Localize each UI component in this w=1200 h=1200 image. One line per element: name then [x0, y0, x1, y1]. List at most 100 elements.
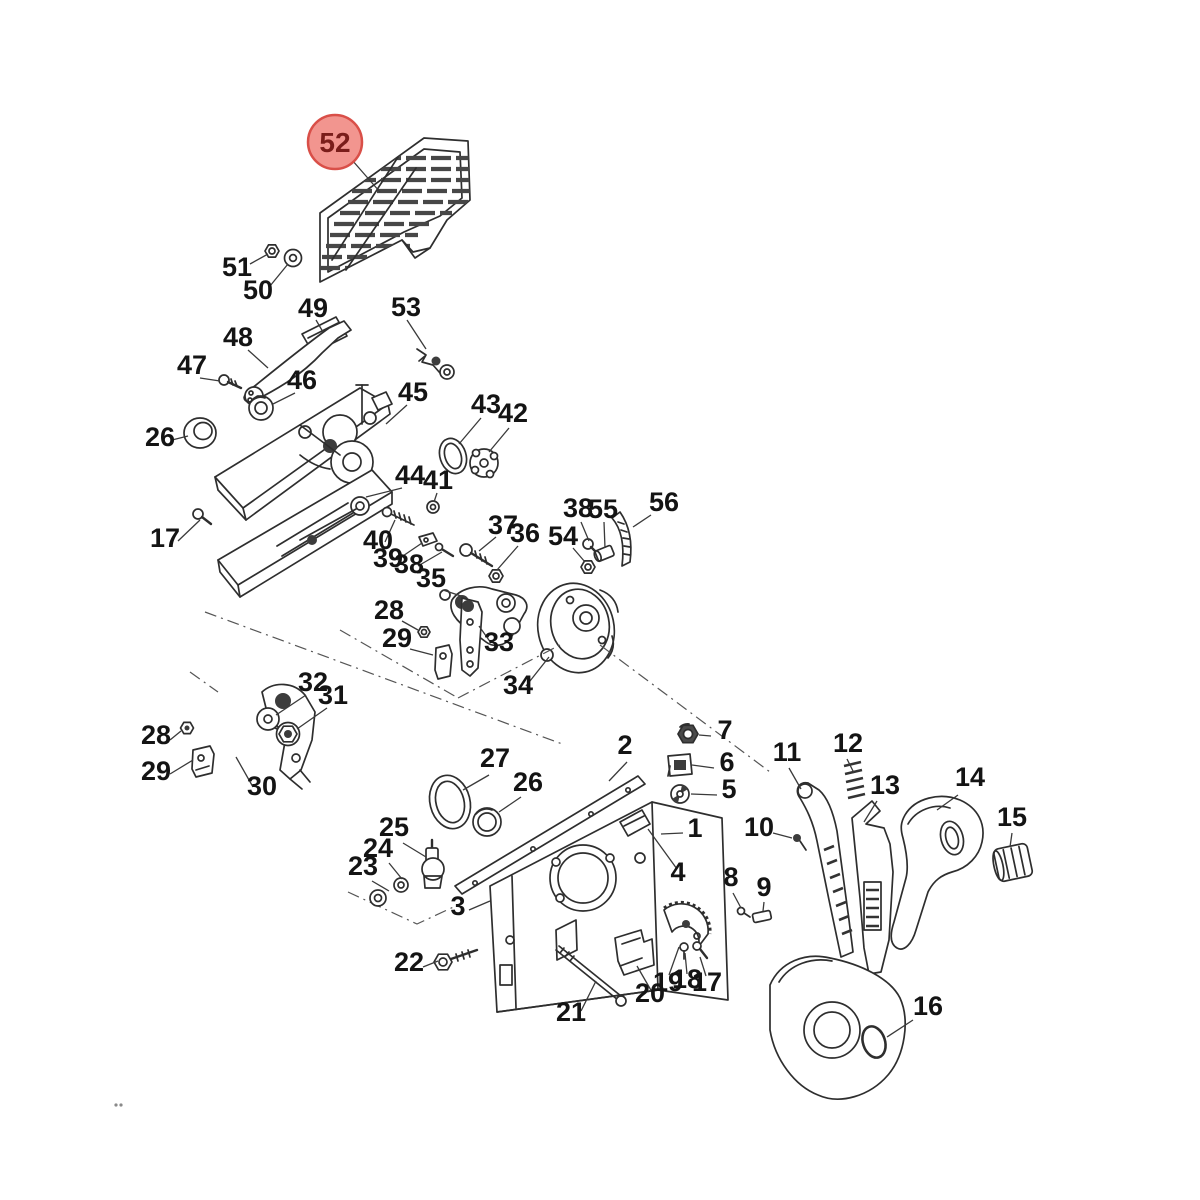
curved-rack-56-part — [611, 511, 632, 567]
part-label-17-bottom: 17 — [692, 967, 722, 997]
part-label-15: 15 — [997, 802, 1027, 832]
pin-8-part — [736, 906, 751, 918]
part-label-44: 44 — [395, 460, 425, 490]
nut-7-part — [677, 723, 699, 744]
part-label-18: 18 — [672, 964, 702, 994]
bolt-37-part — [459, 543, 494, 568]
part-label-51: 51 — [222, 252, 252, 282]
washer-41-part — [426, 500, 440, 514]
pin-38-left-part — [434, 542, 455, 558]
part-label-17-left: 17 — [150, 523, 180, 553]
part-label-23: 23 — [348, 851, 378, 881]
oval-ring-43-part — [438, 437, 468, 475]
part-label-39: 39 — [373, 543, 403, 573]
part-label-26-upper: 26 — [145, 422, 175, 452]
part-label-31: 31 — [318, 680, 348, 710]
nut-54-part — [580, 560, 596, 574]
part-label-37: 37 — [488, 510, 518, 540]
part-label-2: 2 — [617, 730, 632, 760]
washer-50-part — [283, 248, 303, 268]
part-label-28-mid: 28 — [374, 595, 404, 625]
rod-21-part — [555, 945, 627, 1007]
part-label-21: 21 — [556, 997, 586, 1027]
part-label-11: 11 — [773, 737, 802, 767]
lever-shaft-11-part — [796, 781, 854, 958]
highlight-callout-52: 52 — [306, 113, 364, 171]
part-label-40: 40 — [363, 525, 393, 555]
screw-17-left-part — [192, 508, 213, 526]
latch-53-part — [416, 348, 455, 380]
part-label-29-mid: 29 — [382, 623, 412, 653]
part-label-36: 36 — [510, 518, 540, 548]
part-label-43: 43 — [471, 389, 501, 419]
grille-cover-part — [319, 137, 471, 283]
arm-33-part — [459, 597, 483, 677]
highlight-circle — [306, 113, 364, 171]
part-label-33: 33 — [484, 627, 514, 657]
grommet-46-part — [248, 395, 274, 421]
part-label-55: 55 — [588, 494, 618, 524]
part-label-13: 13 — [870, 770, 900, 800]
part-label-22: 22 — [394, 947, 424, 977]
disc-42-part — [469, 448, 499, 479]
part-label-54: 54 — [548, 521, 578, 551]
part-labels: 51 50 49 48 47 46 26 17 45 53 43 42 44 4… — [141, 252, 1027, 1027]
part-label-46: 46 — [287, 365, 317, 395]
part-label-42: 42 — [498, 398, 528, 428]
screw-47-part — [218, 374, 243, 390]
part-label-48: 48 — [223, 322, 253, 352]
print-speck — [114, 1103, 123, 1107]
part-label-38-left: 38 — [394, 549, 424, 579]
housing-1-part — [489, 801, 729, 1013]
throttle-lever-eye-part — [769, 955, 906, 1100]
bracket-29-mid-part — [434, 644, 453, 680]
lever-13-part — [851, 800, 894, 975]
o-ring-16-part — [861, 1025, 887, 1059]
part-label-25: 25 — [379, 812, 409, 842]
bracket-20-part — [614, 929, 655, 976]
part-label-52: 52 — [319, 127, 350, 158]
part-label-8: 8 — [723, 862, 738, 892]
part-label-5: 5 — [721, 774, 736, 804]
part-label-56: 56 — [649, 487, 679, 517]
part-label-30: 30 — [247, 771, 277, 801]
gasket-2-part — [454, 775, 646, 895]
nut-28-mid-part — [417, 625, 431, 639]
bracket-29-lower-part — [191, 745, 215, 778]
part-label-38-right: 38 — [563, 493, 593, 523]
part-label-41: 41 — [423, 465, 453, 495]
nut-31-part — [275, 721, 301, 747]
part-label-53: 53 — [391, 292, 421, 322]
back-plate-45-part — [214, 384, 393, 521]
part-label-28-lower: 28 — [141, 720, 171, 750]
part-label-45: 45 — [398, 377, 428, 407]
part-label-7: 7 — [717, 715, 732, 745]
part-label-9: 9 — [756, 872, 771, 902]
bolt-22-part — [433, 948, 479, 971]
link-39-part — [418, 532, 438, 547]
part-label-12: 12 — [833, 728, 863, 758]
clip-6-part — [667, 753, 693, 777]
drum-34-part — [536, 582, 619, 674]
lower-plate-44-part — [217, 469, 393, 598]
seal-ring-26-upper-part — [183, 417, 217, 449]
part-label-3: 3 — [450, 891, 465, 921]
nut-51-part — [264, 244, 280, 258]
nut-28-lower-part — [179, 721, 195, 735]
seal-ring-26-lower-part — [472, 807, 502, 837]
part-label-1: 1 — [687, 813, 702, 843]
part-label-20: 20 — [635, 978, 665, 1008]
part-label-50: 50 — [243, 275, 273, 305]
part-label-4: 4 — [670, 857, 685, 887]
screw-17-bottom-part — [692, 941, 709, 960]
washer-23-part — [369, 889, 387, 907]
part-label-35: 35 — [416, 563, 446, 593]
part-label-16: 16 — [913, 991, 943, 1021]
part-label-47: 47 — [177, 350, 207, 380]
screw-10-part — [793, 834, 807, 851]
part-label-49: 49 — [298, 293, 328, 323]
part-label-19: 19 — [653, 967, 683, 997]
part-label-24: 24 — [363, 833, 393, 863]
